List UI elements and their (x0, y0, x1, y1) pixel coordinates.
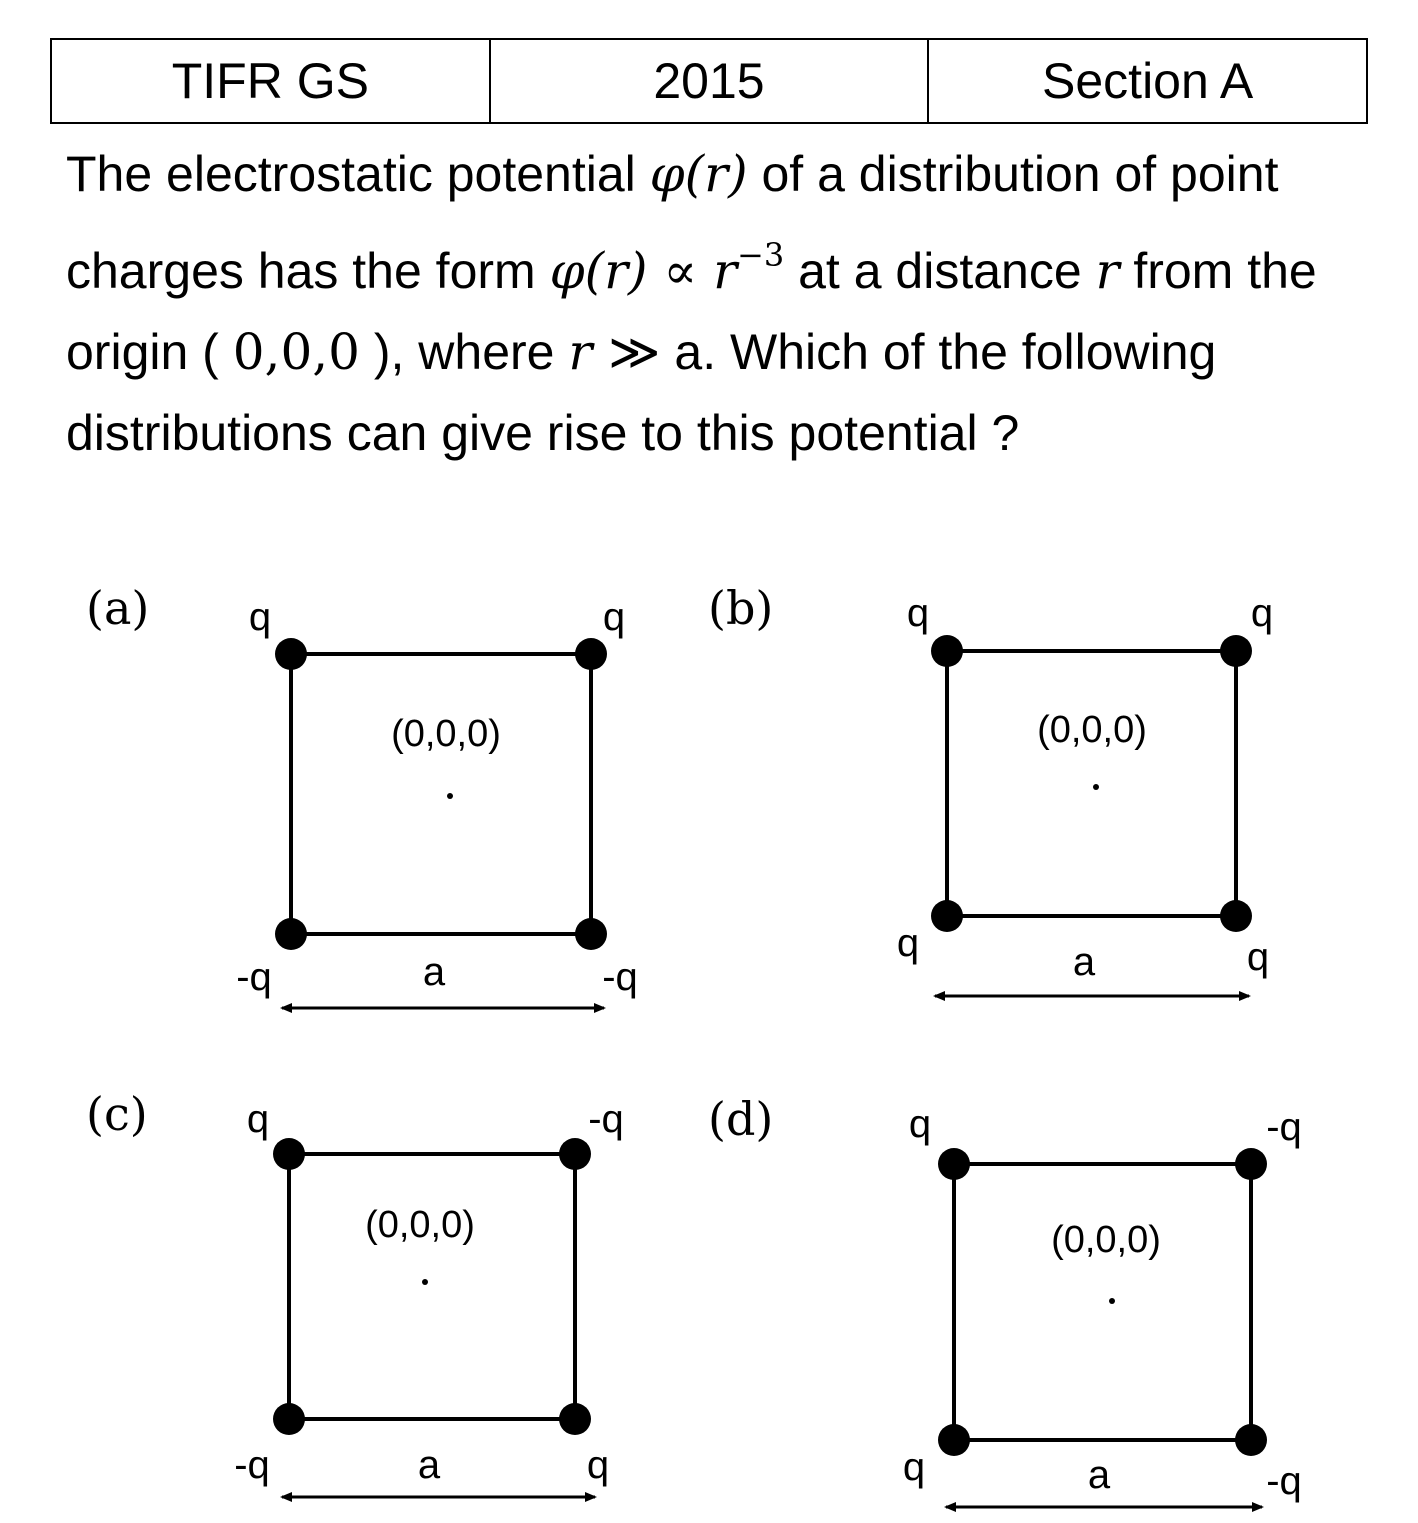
charge-dot-a-bottom-right (575, 918, 607, 950)
option-b-label: (b) (708, 581, 773, 635)
charge-dot-b-top-right (1220, 635, 1252, 667)
square-c (287, 1152, 577, 1421)
question-part-6: a. Which of the following distributions … (66, 324, 1217, 461)
charge-b-top-right: q (1251, 591, 1273, 635)
r-variable-3: r (568, 323, 593, 381)
charge-dot-d-top-right (1235, 1148, 1267, 1180)
question-part-1: The electrostatic potential (66, 146, 650, 202)
side-length-c: a (418, 1443, 441, 1487)
charge-dot-b-bottom-right (1220, 900, 1252, 932)
origin-point-a (447, 793, 453, 799)
origin-coordinates: 0,0,0 (232, 323, 360, 381)
origin-point-b (1093, 784, 1099, 790)
question-part-4: from the origin ( (66, 243, 1317, 380)
phi-symbol: φ (649, 145, 685, 203)
origin-label-b: (0,0,0) (1037, 709, 1147, 751)
charge-dot-a-bottom-left (275, 918, 307, 950)
r-variable-2: r (1095, 242, 1120, 300)
header-exam: TIFR GS (50, 38, 491, 124)
square-d (952, 1162, 1253, 1442)
square-a (289, 652, 593, 936)
question-part-5: ), where (359, 324, 569, 380)
option-d-label: (d) (708, 1092, 773, 1146)
charge-d-top-left: q (909, 1102, 931, 1146)
charge-dot-a-top-left (275, 638, 307, 670)
r-variable: r (713, 242, 738, 300)
charge-dot-c-top-left (273, 1138, 305, 1170)
side-length-a: a (423, 950, 446, 994)
charge-dot-d-top-left (938, 1148, 970, 1180)
charge-c-top-left: q (247, 1097, 269, 1141)
r-argument-2: (r) (584, 242, 648, 300)
header-row: TIFR GS 2015 Section A (50, 38, 1368, 124)
charge-a-top-left: q (249, 595, 271, 639)
square-b (945, 649, 1238, 918)
charge-c-bottom-right: q (587, 1443, 609, 1487)
charge-a-top-right: q (603, 595, 625, 639)
charge-d-top-right: -q (1266, 1105, 1302, 1149)
header-section: Section A (927, 38, 1368, 124)
charge-b-top-left: q (907, 591, 929, 635)
side-length-b: a (1073, 940, 1096, 984)
charge-dot-c-bottom-right (559, 1403, 591, 1435)
question-part-2: of a distribution of point charges has t… (66, 146, 1279, 299)
proportional-symbol: ∝ (647, 242, 714, 300)
origin-point-d (1109, 1298, 1115, 1304)
charge-d-bottom-left: q (903, 1445, 925, 1489)
charge-dot-d-bottom-left (938, 1424, 970, 1456)
charge-dot-b-top-left (931, 635, 963, 667)
question-part-3: at a distance (784, 243, 1096, 299)
charge-b-bottom-right: q (1247, 935, 1269, 979)
option-c[interactable]: (c) q -q -q q (0,0,0) a (86, 1087, 624, 1502)
question-text: The electrostatic potential φ(r) of a di… (66, 134, 1366, 474)
charge-dot-c-top-right (559, 1138, 591, 1170)
origin-label-a: (0,0,0) (391, 713, 501, 755)
option-c-label: (c) (86, 1087, 148, 1141)
much-greater-symbol: ≫ (592, 323, 661, 381)
side-length-d: a (1088, 1453, 1111, 1497)
origin-label-c: (0,0,0) (365, 1204, 475, 1246)
charge-dot-a-top-right (575, 638, 607, 670)
option-b[interactable]: (b) q q q q (0,0,0) a (708, 581, 1273, 1001)
charge-dot-c-bottom-left (273, 1403, 305, 1435)
charge-c-bottom-left: -q (234, 1443, 270, 1487)
header-year: 2015 (488, 38, 930, 124)
origin-point-c (422, 1279, 428, 1285)
option-a-label: (a) (86, 581, 149, 635)
charge-dot-b-bottom-left (931, 900, 963, 932)
charge-dot-d-bottom-right (1235, 1424, 1267, 1456)
option-d[interactable]: (d) q -q q -q (0,0,0) a (708, 1092, 1302, 1512)
charge-d-bottom-right: -q (1266, 1459, 1302, 1503)
charge-a-bottom-left: -q (236, 955, 272, 999)
header-table: TIFR GS 2015 Section A (50, 38, 1368, 124)
origin-label-d: (0,0,0) (1051, 1219, 1161, 1261)
charge-a-bottom-right: -q (602, 955, 638, 999)
option-a[interactable]: (a) q q -q -q (0,0,0) a (86, 581, 638, 1013)
r-argument: (r) (684, 145, 748, 203)
charge-b-bottom-left: q (897, 921, 919, 965)
phi-symbol-2: φ (549, 242, 585, 300)
charge-c-top-right: -q (588, 1097, 624, 1141)
exponent: −3 (737, 236, 785, 274)
